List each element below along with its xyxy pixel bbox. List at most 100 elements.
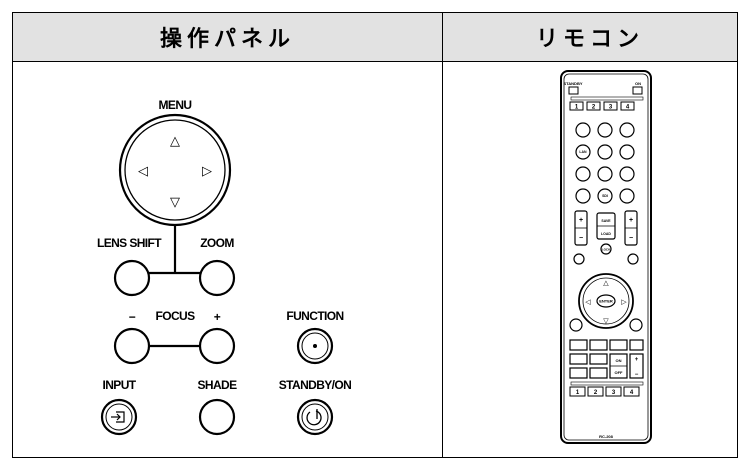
header-control-panel: 操作パネル [13, 13, 442, 61]
remote-key[interactable] [589, 339, 608, 351]
remote-sdi-label: SDI [602, 194, 608, 198]
remote-plus-label: + [629, 217, 633, 224]
shade-label: SHADE [197, 378, 237, 392]
remote-standby-label: STANDBY [563, 81, 582, 86]
menu-label: MENU [159, 98, 192, 112]
remote-id-key-label: 3 [609, 105, 613, 111]
lens-shift-button[interactable] [113, 259, 151, 297]
remote-key[interactable] [569, 367, 588, 379]
control-panel-diagram: MENU △ ▽ ◁ ▷ LENS SHIFT ZOOM − FOCUS + F… [97, 98, 352, 436]
remote-key[interactable] [575, 144, 591, 160]
remote-dpad[interactable] [578, 273, 634, 329]
input-button[interactable] [100, 398, 138, 436]
remote-key[interactable] [619, 188, 635, 204]
remote-key[interactable] [569, 318, 583, 332]
remote-id-key[interactable] [603, 101, 618, 111]
remote-key[interactable] [597, 144, 613, 160]
remote-arrow-right-icon[interactable]: ▷ [621, 298, 627, 306]
remote-on-label: ON [635, 81, 641, 86]
focus-label: FOCUS [155, 309, 195, 323]
remote-id-key-label: 2 [592, 105, 596, 111]
remote-plus-label: + [579, 217, 583, 224]
remote-id-key-label: 4 [630, 390, 634, 396]
remote-lock-key[interactable] [600, 243, 612, 255]
remote-volume-minus-label: − [635, 372, 639, 378]
remote-id-key-label: 2 [594, 390, 598, 396]
remote-key[interactable] [575, 166, 591, 182]
remote-key[interactable] [597, 166, 613, 182]
remote-arrow-up-icon[interactable]: △ [603, 279, 609, 287]
header-divider [13, 61, 737, 62]
remote-arrow-down-icon[interactable]: ▽ [603, 317, 609, 325]
remote-function-keys [569, 339, 644, 379]
input-icon [111, 411, 125, 423]
remote-id-key[interactable] [620, 101, 635, 111]
focus-minus-button[interactable] [113, 327, 151, 365]
remote-key[interactable] [619, 166, 635, 182]
remote-id-key[interactable] [587, 386, 604, 397]
remote-minus-label: − [629, 235, 633, 242]
remote-id-key-label: 3 [612, 390, 616, 396]
focus-plus-label: + [214, 310, 221, 324]
remote-minus-label: − [579, 235, 583, 242]
focus-plus-button[interactable] [198, 327, 236, 365]
power-icon [306, 409, 322, 426]
function-button[interactable] [296, 327, 334, 365]
remote-key[interactable] [597, 122, 613, 138]
remote-lan-label: LAN [579, 150, 587, 154]
remote-key[interactable] [569, 353, 588, 365]
remote-volume-plus-label: + [635, 357, 639, 363]
header-remote-control: リモコン [443, 13, 737, 61]
remote-volume-key[interactable] [629, 353, 644, 379]
remote-lock-label: LOCK [602, 248, 611, 252]
remote-key[interactable] [597, 188, 613, 204]
remote-key[interactable] [609, 339, 628, 351]
remote-control-diagram: STANDBY ON 1 2 3 4 [560, 70, 652, 444]
remote-standby-button[interactable] [568, 86, 579, 95]
remote-enter-label: ENTER [599, 299, 613, 304]
standby-button[interactable] [296, 398, 334, 436]
input-label: INPUT [102, 378, 136, 392]
remote-on-key-label: ON [616, 358, 622, 363]
remote-key[interactable] [629, 339, 644, 351]
zoom-button[interactable] [198, 259, 236, 297]
remote-id-key[interactable] [586, 101, 601, 111]
remote-key[interactable] [589, 367, 608, 379]
remote-id-key-label: 1 [576, 390, 580, 396]
remote-key[interactable] [629, 318, 643, 332]
remote-id-keys-top: 1 2 3 4 [569, 101, 635, 111]
remote-input-keys [575, 122, 635, 204]
function-label: FUNCTION [286, 309, 343, 323]
remote-off-key-label: OFF [615, 370, 624, 375]
arrow-up-icon[interactable]: △ [170, 134, 180, 149]
remote-id-key[interactable] [605, 386, 622, 397]
remote-id-key-label: 1 [575, 105, 579, 111]
control-layout-table: 操作パネル リモコン MENU △ ▽ ◁ ▷ LENS SHIFT ZOOM … [12, 12, 738, 458]
remote-key[interactable] [619, 144, 635, 160]
remote-key[interactable] [575, 122, 591, 138]
remote-key[interactable] [619, 122, 635, 138]
standby-label: STANDBY/ON [279, 378, 351, 392]
remote-id-key[interactable] [569, 101, 584, 111]
remote-key[interactable] [627, 253, 639, 265]
remote-id-key[interactable] [623, 386, 640, 397]
menu-dpad[interactable] [118, 113, 232, 227]
remote-key[interactable] [573, 253, 585, 265]
remote-enter-button[interactable] [596, 294, 616, 308]
arrow-left-icon[interactable]: ◁ [138, 164, 148, 179]
remote-model-label: RC-208 [599, 434, 614, 439]
arrow-right-icon[interactable]: ▷ [202, 164, 212, 179]
shade-button[interactable] [198, 398, 236, 436]
remote-id-keys-bottom: 1 2 3 4 [569, 386, 640, 397]
remote-key[interactable] [589, 353, 608, 365]
remote-id-key[interactable] [569, 386, 586, 397]
dot-icon [313, 344, 317, 348]
remote-key[interactable] [569, 339, 588, 351]
zoom-label: ZOOM [200, 236, 234, 250]
remote-save-label: SAVE [601, 219, 611, 223]
remote-key[interactable] [575, 188, 591, 204]
remote-load-label: LOAD [601, 232, 611, 236]
remote-on-button[interactable] [632, 86, 643, 95]
arrow-down-icon[interactable]: ▽ [170, 195, 180, 210]
remote-arrow-left-icon[interactable]: ◁ [585, 298, 591, 306]
